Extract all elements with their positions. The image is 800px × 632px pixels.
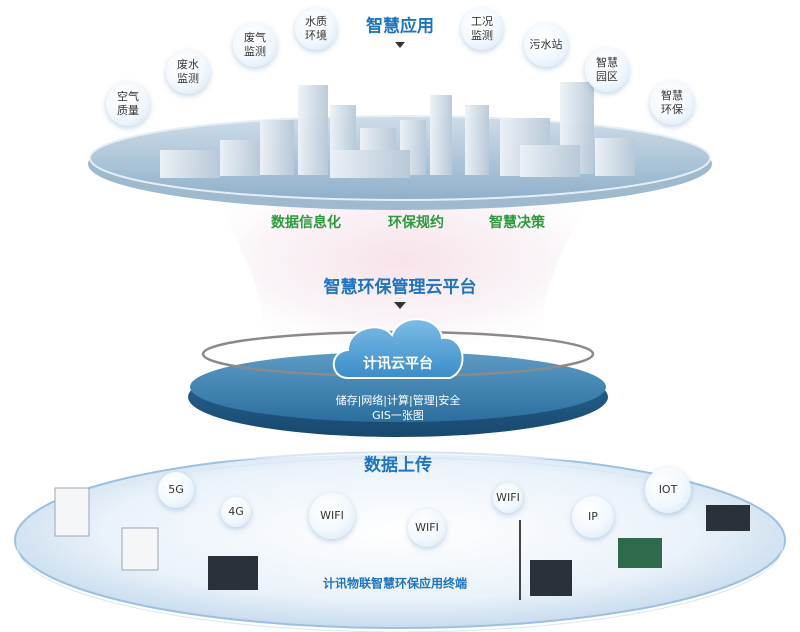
cloud-disc [190, 352, 606, 422]
city-skyline [160, 82, 635, 178]
cloud-shape [332, 318, 464, 379]
terminal-label: 计讯物联智慧环保应用终端 [322, 576, 468, 591]
terminal-base-rim [16, 457, 784, 632]
funnel-glow [205, 175, 600, 345]
signal-5g: 5G [158, 472, 194, 508]
feature-env-protocol: 环保规约 [388, 215, 444, 231]
cloud-services: 储存|网络|计算|管理|安全 [335, 394, 461, 407]
cloud-gis: GIS一张图 [372, 409, 424, 422]
signal-wifi-3: WIFI [493, 483, 523, 513]
bubble-smart-env: 智慧 环保 [650, 81, 694, 125]
bubble-smart-park: 智慧 园区 [585, 48, 629, 92]
smart-application-title: 智慧应用 [366, 16, 434, 37]
arrow-icon-mid [394, 302, 406, 309]
cloud-label: 计讯云平台 [363, 356, 433, 372]
signal-4g: 4G [221, 497, 251, 527]
feature-data-informatization: 数据信息化 [271, 215, 341, 231]
bubble-exhaust-gas: 废气 监测 [233, 23, 277, 67]
signal-ip: IP [572, 496, 614, 538]
bubble-air-quality: 空气 质量 [106, 82, 150, 126]
arrow-icon-top [395, 42, 405, 48]
bubble-sewage-station: 污水站 [524, 23, 568, 67]
signal-wifi-2: WIFI [408, 509, 446, 547]
signal-wifi-1: WIFI [309, 493, 355, 539]
signal-iot: IOT [645, 467, 691, 513]
data-upload-title: 数据上传 [364, 455, 432, 476]
cloud-platform-title: 智慧环保管理云平台 [323, 277, 477, 298]
bubble-working-condition: 工况 监测 [461, 8, 503, 50]
feature-smart-decision: 智慧决策 [489, 215, 545, 231]
device-icons [54, 487, 750, 600]
bubble-wastewater: 废水 监测 [166, 50, 210, 94]
bubble-water-quality: 水质 环境 [295, 8, 337, 50]
